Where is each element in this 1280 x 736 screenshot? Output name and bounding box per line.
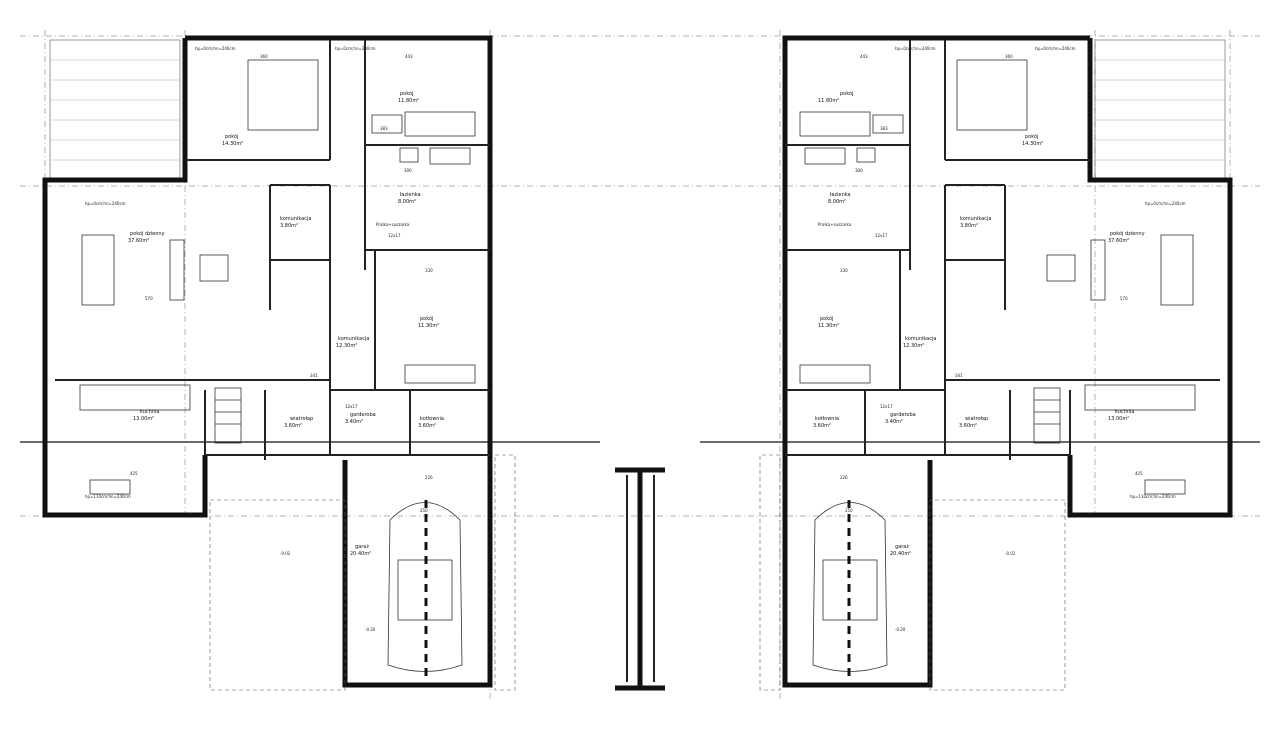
room-area: 11.80m² (398, 98, 419, 104)
room-area: 20.40m² (890, 551, 911, 557)
dim-label: 341 (310, 373, 318, 378)
height-note: hp=0cm;hn=240cm (895, 46, 936, 51)
room-name: pokój (820, 315, 833, 322)
radiator-label: 12x17 (388, 233, 401, 238)
room-area: 37.60m² (1108, 238, 1129, 244)
room-name: pokój (1025, 133, 1038, 140)
room-area: 13.00m² (1108, 416, 1129, 422)
height-note: hp=0cm;hn=240cm (195, 46, 236, 51)
radiator-label: 12x17 (875, 233, 888, 238)
room-area: 14.30m² (1022, 141, 1043, 147)
dim-label: 226 (840, 475, 848, 480)
height-note: hp=110cm;hn=240cm (1130, 494, 1176, 499)
dim-label: 360 (1005, 54, 1013, 59)
height-note: hp=0cm;hn=240cm (85, 201, 126, 206)
room-area: 11.30m² (818, 323, 839, 329)
wall-section (615, 467, 665, 691)
radiator-label: 12x17 (880, 404, 893, 409)
room-area: 3.60m² (813, 423, 831, 429)
room-name: komunikacja (960, 216, 991, 222)
room-area: 3.40m² (885, 419, 903, 425)
room-name: kuchnia (1115, 409, 1134, 415)
dim-label: 570 (1120, 296, 1128, 301)
room-area: 8.00m² (398, 199, 416, 205)
room-name: garderoba (890, 412, 916, 418)
dim-label: 443 (405, 54, 413, 59)
room-name: garderoba (350, 412, 376, 418)
room-name: pokój (400, 90, 413, 97)
dim-label: 330 (425, 268, 433, 273)
room-area: 11.30m² (418, 323, 439, 329)
dim-label: 570 (145, 296, 153, 301)
room-name: komunikacja (280, 216, 311, 222)
height-note: hp=0cm;hn=240cm (1035, 46, 1076, 51)
dim-label: 383 (880, 126, 888, 131)
room-name: kuchnia (140, 409, 159, 415)
room-area: 12.30m² (903, 343, 924, 349)
room-name: pokój (420, 315, 433, 322)
room-name: łazienka (400, 192, 421, 198)
room-area: 37.60m² (128, 238, 149, 244)
room-name: komunikacja (338, 336, 369, 342)
room-name: pokój (225, 133, 238, 140)
dim-label: 250 (420, 508, 428, 513)
level-label: -0.02 (280, 551, 291, 556)
room-area: 12.30m² (336, 343, 357, 349)
height-note: hp=0cm;hn=240cm (1145, 201, 1186, 206)
level-label: -0.20 (895, 627, 906, 632)
room-area: 13.00m² (133, 416, 154, 422)
dim-label: 383 (380, 126, 388, 131)
room-name: wiatrołap (290, 416, 313, 422)
dim-label: 443 (860, 54, 868, 59)
room-name: wiatrołap (965, 416, 988, 422)
room-area: 3.60m² (959, 423, 977, 429)
dim-label: 250 (845, 508, 853, 513)
height-note: hp=110cm;hn=240cm (85, 494, 131, 499)
room-name: kotłownia (815, 416, 839, 422)
dim-label: 226 (425, 475, 433, 480)
room-area: 14.30m² (222, 141, 243, 147)
laundry-note: Pralka+suszarka (818, 222, 852, 227)
right-labels: hp=0cm;hn=240cm hp=0cm;hn=240cm hp=0cm;h… (813, 46, 1186, 632)
height-note: hp=0cm;hn=240cm (335, 46, 376, 51)
room-area: 3.80m² (280, 223, 298, 229)
room-area: 3.60m² (418, 423, 436, 429)
room-area: 8.00m² (828, 199, 846, 205)
room-name: garaż (355, 544, 369, 550)
room-area: 11.80m² (818, 98, 839, 104)
right-unit (759, 35, 1233, 691)
left-labels: hp=0cm;hn=240cm hp=0cm;hn=240cm hp=0cm;h… (85, 46, 444, 632)
room-name: garaż (895, 544, 909, 550)
room-name: pokój dzienny (130, 230, 165, 237)
dim-label: 425 (130, 471, 138, 476)
dim-label: 360 (260, 54, 268, 59)
level-label: -0.20 (365, 627, 376, 632)
dim-label: 300 (404, 168, 412, 173)
room-area: 3.40m² (345, 419, 363, 425)
room-name: kotłownia (420, 416, 444, 422)
room-area: 3.80m² (960, 223, 978, 229)
room-area: 20.40m² (350, 551, 371, 557)
dim-label: 330 (840, 268, 848, 273)
dim-label: 425 (1135, 471, 1143, 476)
radiator-label: 12x17 (345, 404, 358, 409)
dim-label: 300 (855, 168, 863, 173)
room-name: pokój (840, 90, 853, 97)
room-area: 3.60m² (284, 423, 302, 429)
laundry-note: Pralka+suszarka (376, 222, 410, 227)
dim-label: 341 (955, 373, 963, 378)
left-unit (42, 35, 516, 691)
level-label: -0.02 (1005, 551, 1016, 556)
room-name: pokój dzienny (1110, 230, 1145, 237)
room-name: łazienka (830, 192, 851, 198)
room-name: komunikacja (905, 336, 936, 342)
